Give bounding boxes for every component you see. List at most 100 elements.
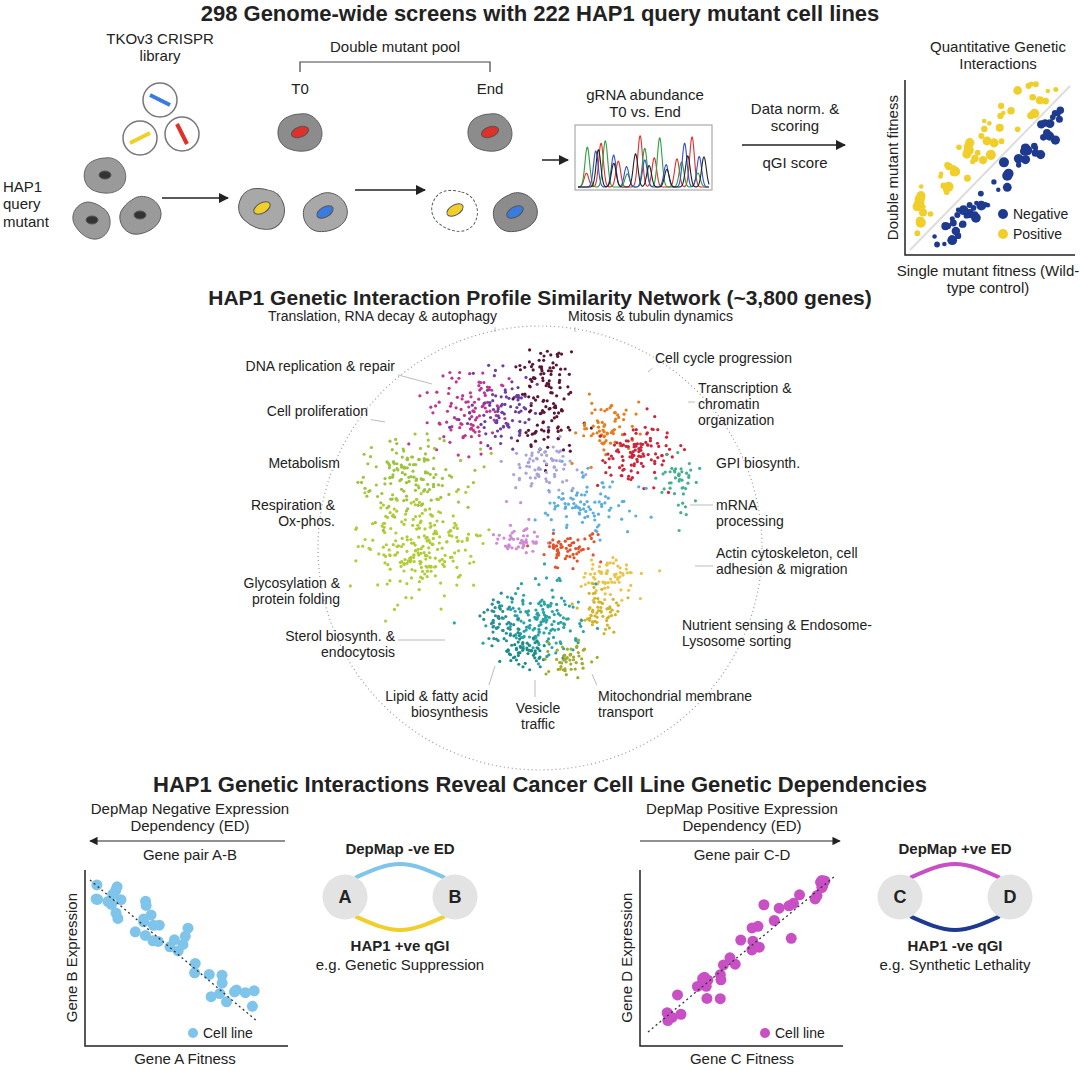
gene-dot [545, 463, 548, 466]
gene-dot [382, 546, 385, 549]
positive-dot [943, 185, 950, 192]
gene-dot [517, 396, 520, 399]
gene-dot [482, 414, 485, 417]
gene-dot [517, 411, 520, 414]
gene-dot [536, 383, 539, 386]
gene-dot [539, 412, 542, 415]
gene-dot [411, 455, 414, 458]
gene-dot [448, 474, 451, 477]
gene-dot [597, 609, 600, 612]
step-label: gRNA abundance T0 vs. End [578, 86, 713, 121]
gene-dot [600, 481, 603, 484]
gene-dot [590, 614, 593, 617]
gene-dot [484, 624, 487, 627]
gene-dot [438, 422, 441, 425]
gene-dot [528, 644, 531, 647]
gene-dot [550, 646, 553, 649]
gene-dot [616, 610, 619, 613]
direction-arrow [90, 840, 285, 841]
gene-dot [532, 636, 535, 639]
edge-label: DepMap -ve ED [300, 840, 500, 857]
gene-dot [468, 411, 471, 414]
gene-dot [546, 604, 549, 607]
gene-dot [375, 465, 378, 468]
gene-dot [650, 444, 653, 447]
gene-dot [612, 598, 615, 601]
gene-dot [562, 655, 565, 658]
gene-dot [388, 476, 391, 479]
gene-dot [569, 647, 572, 650]
gene-dot [416, 524, 419, 527]
title: 298 Genome-wide screens with 222 HAP1 qu… [20, 1, 1060, 26]
gene-dot [510, 436, 513, 439]
gene-dot [556, 426, 559, 429]
gene-dot [382, 503, 385, 506]
gene-dot [542, 631, 545, 634]
gene-dot [424, 557, 427, 560]
gene-dot [555, 603, 558, 606]
gene-dot [417, 527, 420, 530]
gene-dot [545, 615, 548, 618]
gene-dot [428, 507, 431, 510]
gene-dot [656, 428, 659, 431]
gene-dot [509, 405, 512, 408]
gene-dot [604, 628, 607, 631]
dying-cell [426, 184, 483, 237]
positive-dot [1013, 86, 1022, 95]
gene-dot [552, 620, 555, 623]
gene-dot [482, 611, 485, 614]
gene-dot [469, 427, 472, 430]
gene-dot [564, 507, 567, 510]
gene-dot [539, 623, 542, 626]
gene-dot [601, 421, 604, 424]
gene-dot [619, 571, 622, 574]
gene-dot [685, 513, 688, 516]
gene-dot [443, 594, 446, 597]
gene-dot [526, 544, 529, 547]
gene-dot [455, 566, 458, 569]
gene-dot [584, 510, 587, 513]
gene-dot [680, 467, 683, 470]
query-cells [66, 158, 167, 246]
gene-dot [602, 430, 605, 433]
step-arrow [355, 189, 425, 191]
gene-dot [517, 617, 520, 620]
gene-dot [456, 540, 459, 543]
gene-dot [668, 481, 671, 484]
gene-dot [541, 377, 544, 380]
gene-dot [408, 463, 411, 466]
gene-dot [557, 540, 560, 543]
gene-dot [362, 453, 365, 456]
gene-dot [583, 516, 586, 519]
gene-dot [600, 588, 603, 591]
gene-dot [575, 646, 578, 649]
gene-dot [597, 426, 600, 429]
gene-dot [466, 506, 469, 509]
negative-dot [1003, 183, 1012, 192]
positive-dot [975, 150, 981, 156]
cell-line-dot [112, 881, 123, 892]
gene-dot [452, 560, 455, 563]
gene-dot [611, 457, 614, 460]
plasmids [123, 83, 199, 155]
gene-node: C [877, 874, 923, 920]
step-arrow [162, 197, 228, 199]
gene-dot [502, 536, 505, 539]
cell-line-dot [735, 935, 746, 946]
gene-dot [644, 441, 647, 444]
gene-dot [518, 466, 521, 469]
gene-dot [556, 579, 559, 582]
gene-dot [529, 476, 532, 479]
gene-dot [583, 424, 586, 427]
gene-dot [678, 529, 681, 532]
gene-dot [389, 511, 392, 514]
gene-dot [515, 547, 518, 550]
gene-dot [548, 490, 551, 493]
gene-dot [429, 473, 432, 476]
gene-dot [615, 601, 618, 604]
gene-dot [587, 581, 590, 584]
gene-dot [407, 442, 410, 445]
negative-dot [1056, 112, 1061, 117]
gene-dot [588, 619, 591, 622]
leader-line [690, 505, 713, 506]
